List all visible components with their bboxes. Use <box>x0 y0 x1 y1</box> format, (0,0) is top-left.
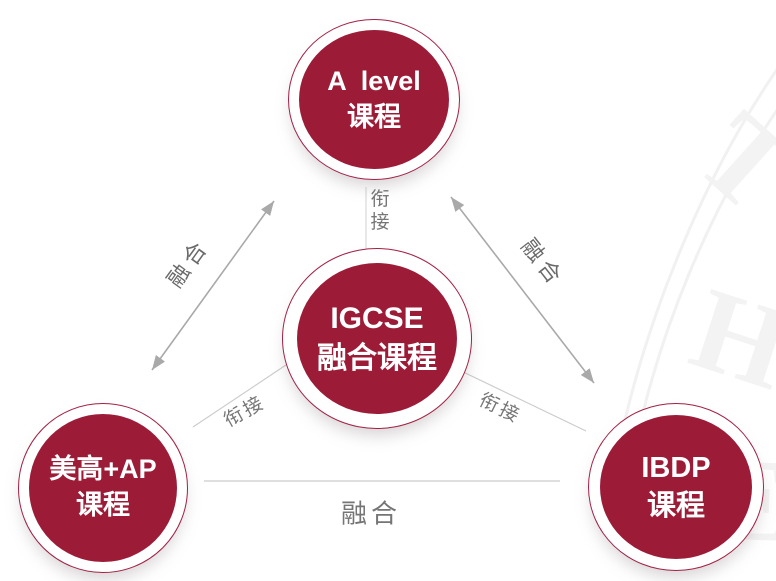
node-ibdp-subtitle: 课程 <box>646 490 705 522</box>
node-igcse-subtitle: 融合课程 <box>317 341 437 375</box>
node-us-ap-subtitle: 课程 <box>76 490 130 520</box>
edge-label-link-top: 衔接 <box>370 189 390 233</box>
node-ibdp-course: IBDP 课程 <box>588 403 764 571</box>
fusion-arrow-right <box>450 196 595 384</box>
node-us-ap-title: 美高+AP <box>49 454 157 485</box>
node-ibdp-title: IBDP <box>641 451 711 484</box>
link-line-left <box>192 356 299 428</box>
edge-label-fusion-bottom: 融合 <box>340 498 402 529</box>
node-us-ap-course: 美高+AP 课程 <box>18 403 188 573</box>
fusion-arrow-left <box>151 200 275 371</box>
node-igcse-title: IGCSE <box>330 301 424 335</box>
node-a-level-title: A level <box>327 65 421 96</box>
node-igcse-course: IGCSE 融合课程 <box>282 248 472 429</box>
node-us-ap-core: 美高+AP 课程 <box>29 414 177 562</box>
node-a-level-course: A level 课程 <box>288 19 460 180</box>
node-ibdp-core: IBDP 课程 <box>600 415 752 559</box>
link-line-right <box>456 368 587 432</box>
node-igcse-core: IGCSE 融合课程 <box>297 263 457 414</box>
seal-watermark-arc <box>612 68 776 473</box>
node-a-level-subtitle: 课程 <box>347 101 401 132</box>
node-a-level-core: A level 课程 <box>299 30 449 169</box>
